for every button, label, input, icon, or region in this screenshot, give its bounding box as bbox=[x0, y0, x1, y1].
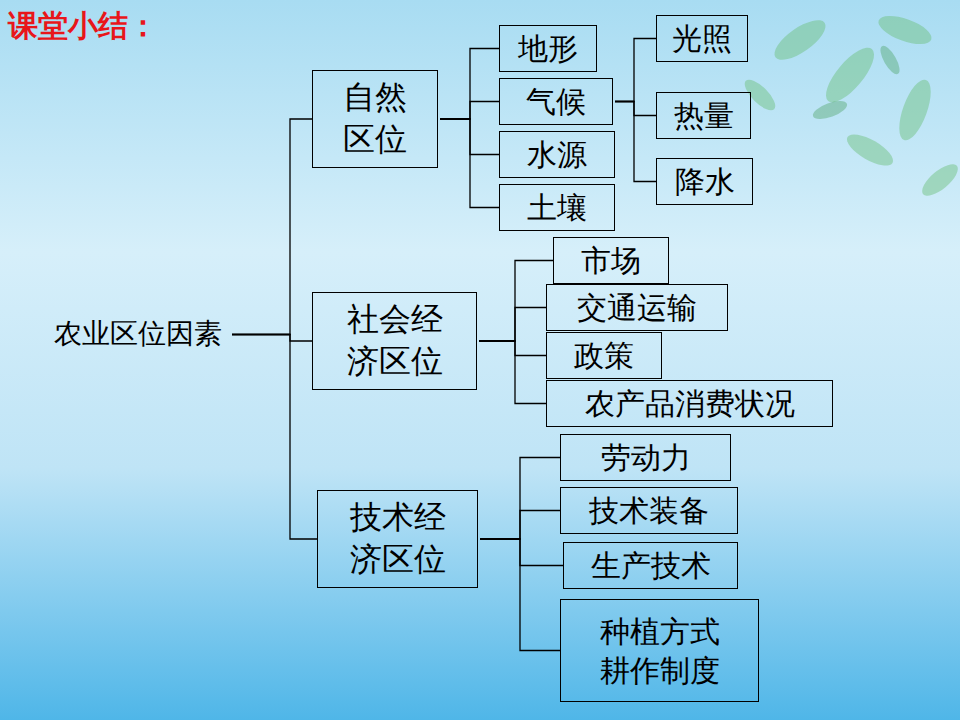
bracket-connector bbox=[615, 102, 656, 116]
node-text: 光照 bbox=[672, 19, 732, 58]
factor-box: 热量 bbox=[656, 92, 751, 139]
factor-box: 水源 bbox=[499, 131, 615, 178]
factor-box: 地形 bbox=[499, 25, 597, 72]
bracket-connector bbox=[479, 341, 546, 356]
bracket-connector bbox=[232, 335, 317, 540]
node-text: 交通运输 bbox=[577, 288, 697, 327]
node-text: 降水 bbox=[675, 162, 735, 201]
leaf bbox=[842, 128, 897, 171]
bracket-connector bbox=[232, 119, 312, 335]
leaf bbox=[877, 43, 903, 77]
node-text: 热量 bbox=[674, 96, 734, 135]
root-label: 农业区位因素 bbox=[46, 312, 230, 357]
bracket-connector bbox=[480, 458, 560, 540]
node-text: 生产技术 bbox=[591, 546, 711, 585]
category-box: 自然 区位 bbox=[312, 70, 438, 168]
category-box: 社会经 济区位 bbox=[312, 292, 477, 390]
factor-box: 技术装备 bbox=[560, 487, 738, 534]
bracket-connector bbox=[440, 102, 499, 120]
node-text: 市场 bbox=[581, 241, 641, 280]
node-text: 社会经 济区位 bbox=[337, 299, 452, 382]
factor-box: 交通运输 bbox=[546, 284, 728, 331]
category-box: 技术经 济区位 bbox=[317, 490, 478, 588]
bracket-connector bbox=[479, 261, 553, 342]
bracket-connector bbox=[440, 49, 499, 120]
bracket-connector bbox=[480, 539, 560, 651]
bracket-connector bbox=[615, 39, 656, 102]
leaf-group bbox=[740, 10, 960, 201]
leaf bbox=[875, 10, 935, 50]
slide-title: 课堂小结： bbox=[8, 6, 158, 47]
bracket-connector bbox=[440, 119, 499, 208]
node-text: 种植方式 耕作制度 bbox=[591, 612, 729, 690]
node-text: 政策 bbox=[574, 336, 634, 375]
node-text: 劳动力 bbox=[601, 438, 691, 477]
bracket-connector bbox=[480, 511, 560, 540]
leaf bbox=[811, 97, 850, 122]
bracket-connector bbox=[480, 539, 563, 566]
factor-box: 农产品消费状况 bbox=[546, 380, 833, 427]
node-text: 农业区位因素 bbox=[54, 316, 222, 352]
leaf-group bbox=[811, 43, 904, 123]
node-text: 自然 区位 bbox=[333, 77, 416, 160]
leaf bbox=[740, 75, 780, 115]
leaf bbox=[818, 41, 882, 110]
node-text: 气候 bbox=[526, 82, 586, 121]
leaf bbox=[893, 76, 937, 144]
node-text: 水源 bbox=[527, 135, 587, 174]
bracket-connector bbox=[479, 341, 546, 404]
factor-box: 生产技术 bbox=[563, 542, 738, 589]
factor-box: 光照 bbox=[656, 15, 748, 62]
node-text: 技术装备 bbox=[589, 491, 709, 530]
factor-box: 市场 bbox=[553, 237, 669, 284]
bracket-connector bbox=[232, 335, 312, 342]
node-text: 农产品消费状况 bbox=[585, 384, 795, 423]
leaf bbox=[917, 159, 960, 201]
factor-box: 种植方式 耕作制度 bbox=[560, 599, 759, 702]
factor-box: 政策 bbox=[546, 332, 662, 379]
node-text: 地形 bbox=[518, 29, 578, 68]
node-text: 技术经 济区位 bbox=[340, 497, 455, 580]
bracket-connector bbox=[615, 102, 656, 182]
node-text: 土壤 bbox=[527, 188, 587, 227]
bracket-connector bbox=[479, 308, 546, 342]
factor-box: 劳动力 bbox=[560, 434, 731, 481]
factor-box: 土壤 bbox=[499, 184, 615, 231]
leaf bbox=[769, 13, 832, 67]
category-box: 气候 bbox=[499, 78, 613, 125]
factor-box: 降水 bbox=[656, 158, 753, 205]
